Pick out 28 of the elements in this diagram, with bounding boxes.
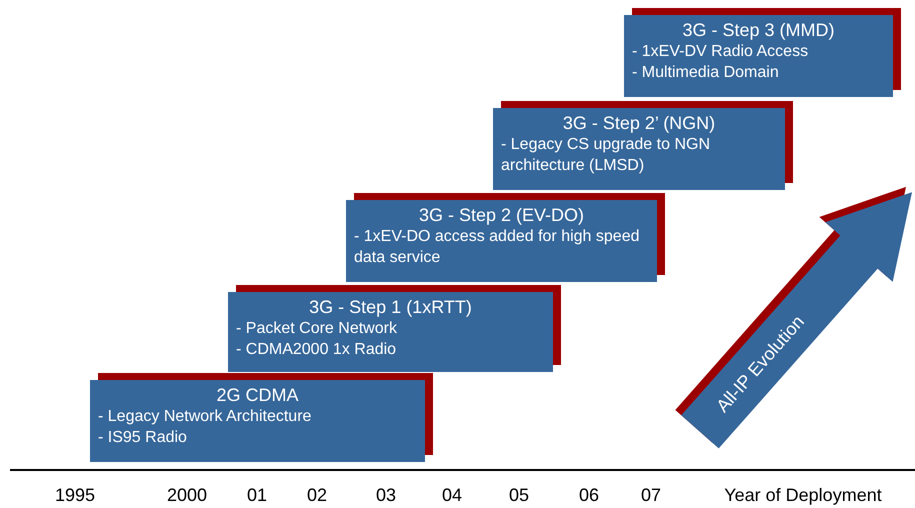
year-label: 03 bbox=[376, 485, 396, 506]
year-label: 02 bbox=[306, 485, 328, 506]
year-label: 07 bbox=[640, 485, 662, 506]
stage-box bbox=[624, 15, 893, 97]
year-label: 01 bbox=[246, 485, 268, 506]
year-label: 1995 bbox=[54, 485, 96, 506]
stage-box bbox=[228, 292, 553, 372]
year-label: 06 bbox=[578, 485, 600, 506]
stage-box bbox=[493, 108, 785, 190]
year-label: 04 bbox=[442, 485, 462, 506]
stage-title: 3G - Step 3 (MMD) bbox=[681, 19, 836, 41]
bullet-item: - Multimedia Domain bbox=[632, 63, 780, 83]
bullet-item: - Legacy CS upgrade to NGN architecture (LMSD) bbox=[501, 135, 711, 176]
bullet-item: - Packet Core Network bbox=[236, 319, 398, 339]
stage-title: 3G - Step 2 (EV-DO) bbox=[418, 204, 586, 226]
bullet-item: - 1xEV-DO access added for high speed data service bbox=[354, 227, 640, 268]
bullet-item: - IS95 Radio bbox=[98, 428, 188, 448]
stage-box bbox=[346, 200, 657, 282]
axis-title: Year of Deployment bbox=[724, 485, 882, 506]
stage-title: 2G CDMA bbox=[215, 384, 300, 406]
bullet-item: - 1xEV-DV Radio Access bbox=[632, 42, 810, 62]
stage-title: 3G - Step 2’ (NGN) bbox=[562, 112, 716, 134]
stage-title: 3G - Step 1 (1xRTT) bbox=[308, 296, 473, 318]
stage-box bbox=[90, 380, 425, 462]
year-label: 2000 bbox=[166, 485, 208, 506]
year-label: 05 bbox=[508, 485, 530, 506]
bullet-item: - CDMA2000 1x Radio bbox=[236, 340, 398, 360]
bullet-item: - Legacy Network Architecture bbox=[98, 407, 312, 427]
